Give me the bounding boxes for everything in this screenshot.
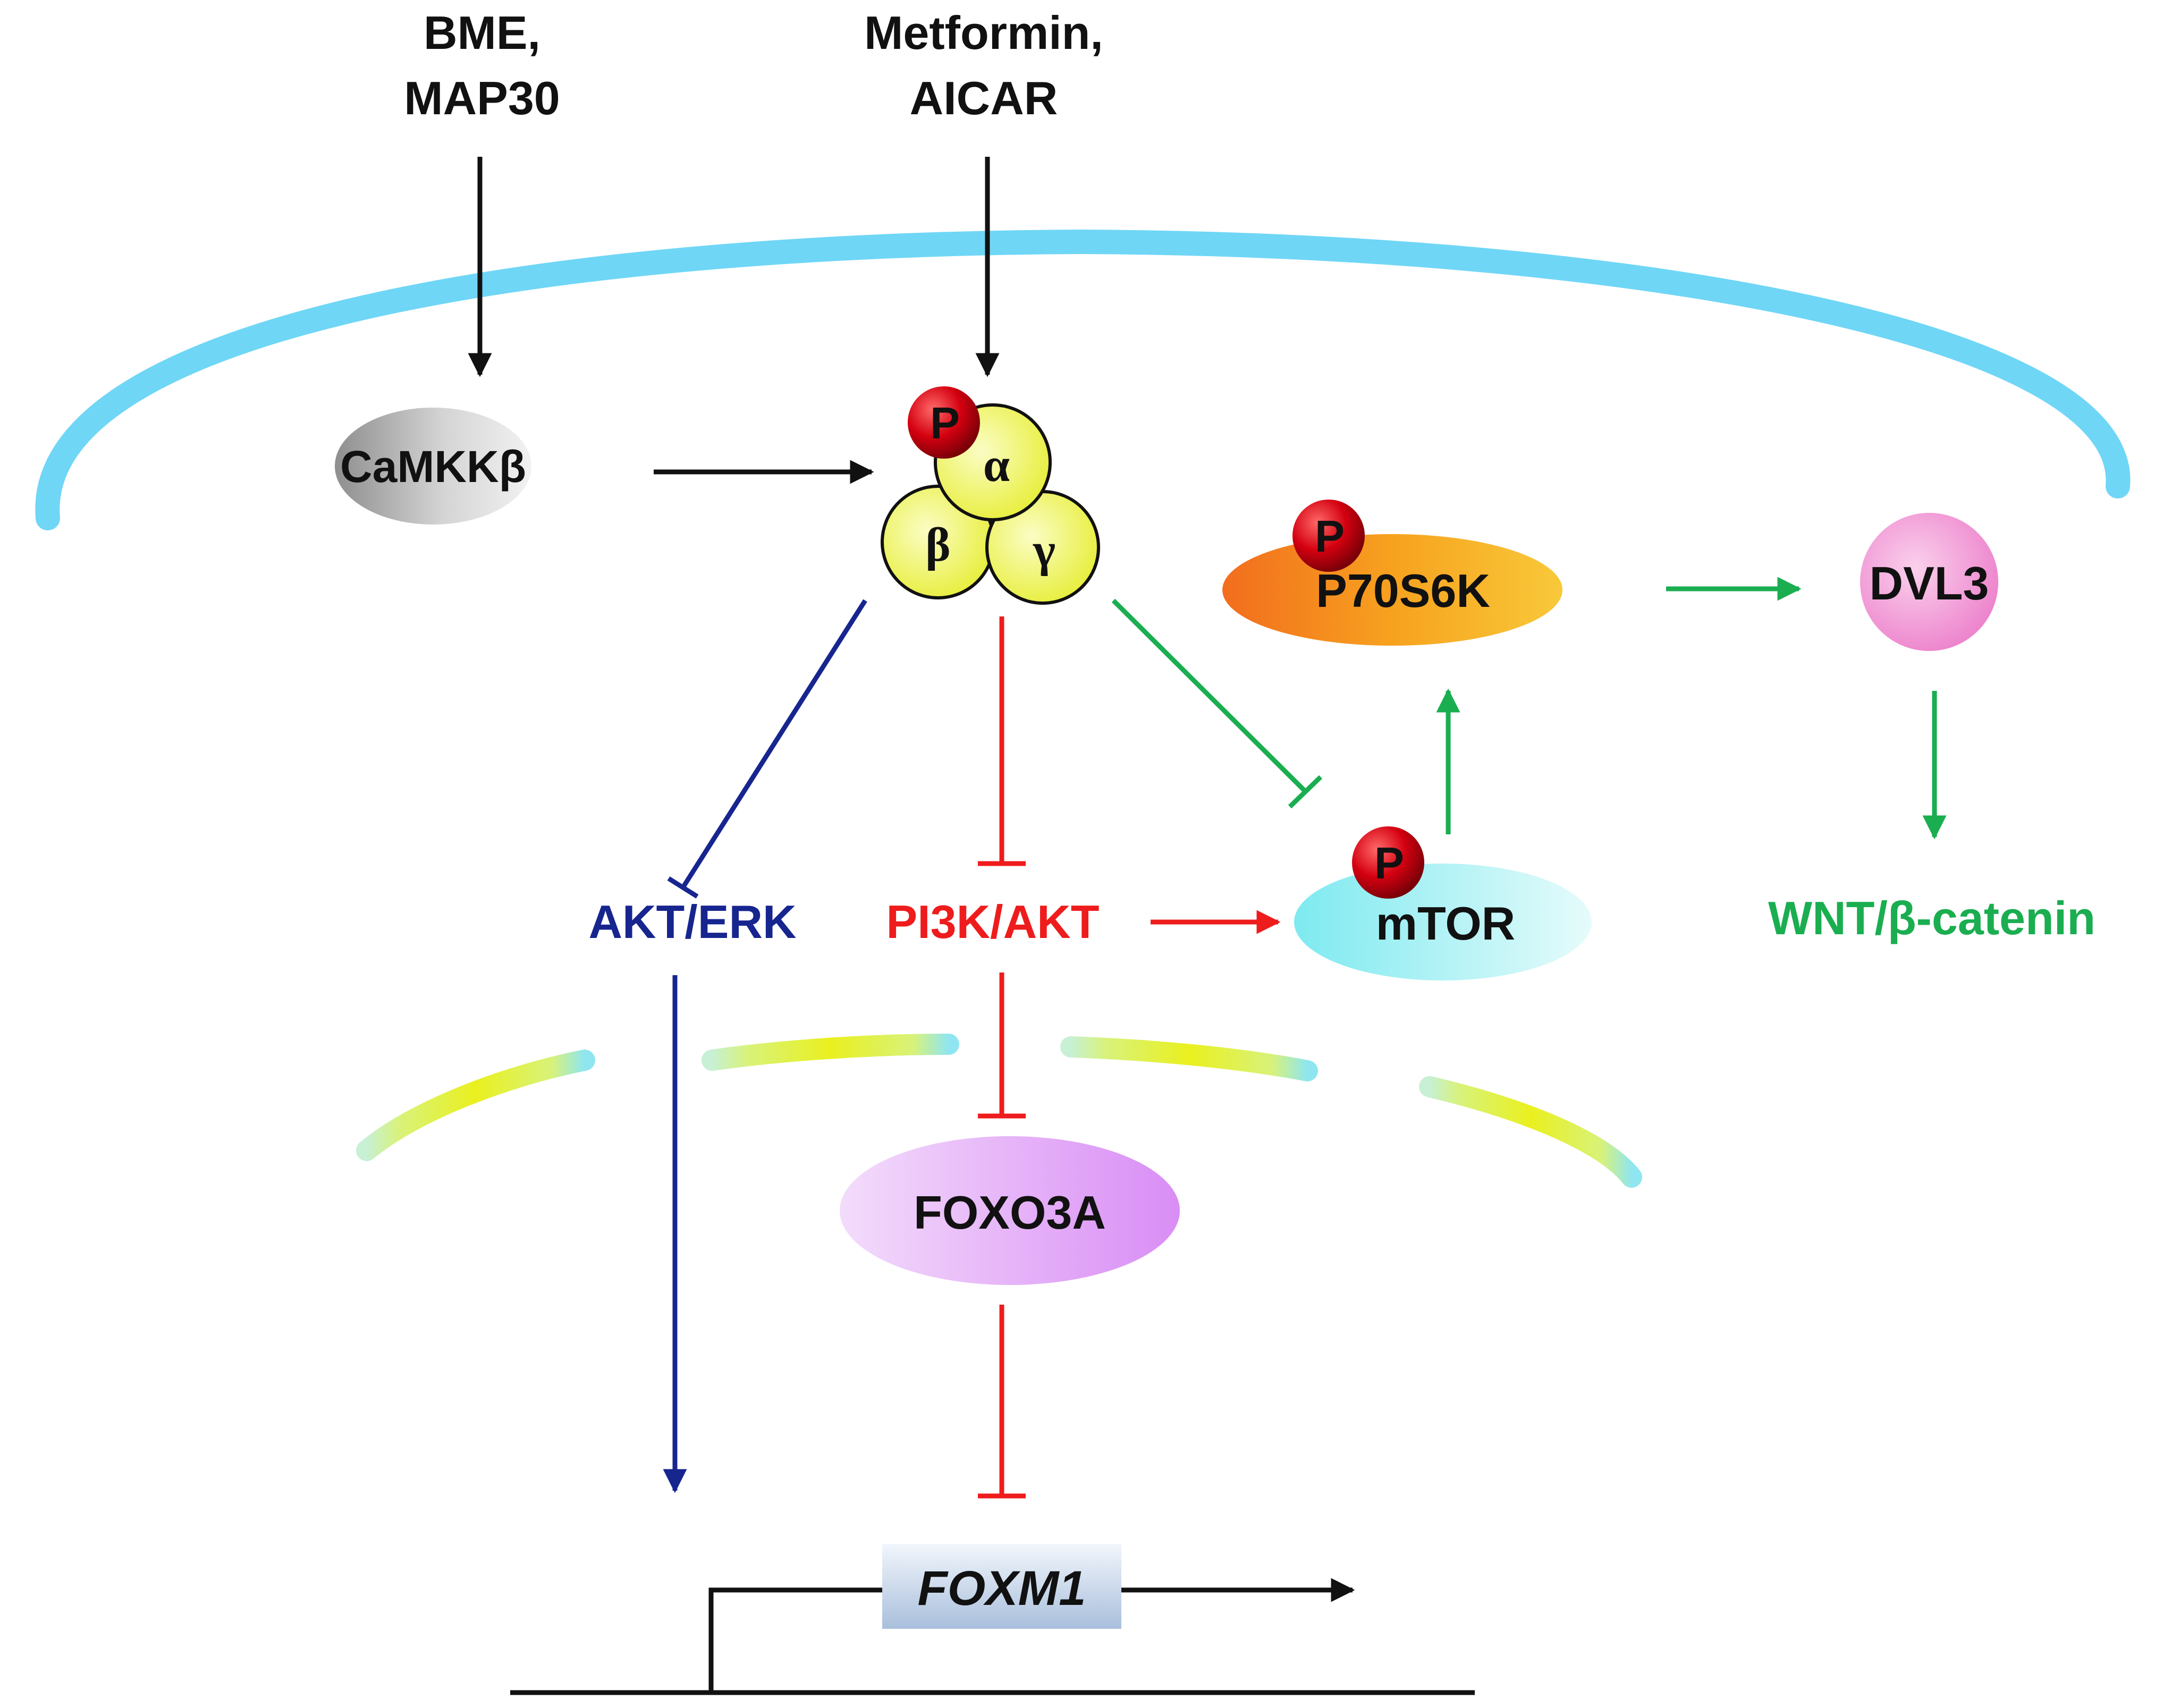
foxm1-gene-box: FOXM1 [882, 1544, 1121, 1629]
ampk-complex: α β γ P [881, 386, 1100, 605]
svg-text:P: P [1315, 511, 1345, 561]
pi3k-akt-label: PI3K/AKT [886, 895, 1100, 948]
svg-text:BME,: BME, [424, 6, 540, 59]
foxo3a-node: FOXO3A [840, 1136, 1180, 1285]
mtor-phospho-badge: P [1352, 826, 1424, 899]
svg-text:AICAR: AICAR [910, 72, 1058, 124]
camkkb-node: CaMKKβ [335, 408, 531, 525]
svg-text:P: P [930, 398, 960, 448]
svg-text:DVL3: DVL3 [1870, 557, 1989, 610]
svg-text:Metformin,: Metformin, [864, 6, 1103, 59]
inhibit-pi3k-to-foxo3a [978, 973, 1026, 1119]
svg-text:CaMKKβ: CaMKKβ [340, 442, 526, 492]
p70s6k-phospho-badge: P [1292, 500, 1365, 572]
nuclear-membrane [356, 1034, 1642, 1188]
inhibit-ampk-to-pi3k-akt [978, 616, 1026, 866]
svg-text:γ: γ [1033, 524, 1055, 577]
inhibit-ampk-to-mtor [1111, 598, 1323, 809]
dvl3-node: DVL3 [1860, 513, 1998, 651]
inhibit-ampk-to-akt-erk [667, 599, 867, 899]
akt-erk-label: AKT/ERK [588, 895, 796, 948]
mtor-node: mTOR P [1294, 826, 1592, 980]
svg-text:α: α [983, 439, 1010, 492]
svg-text:β: β [925, 519, 950, 571]
svg-text:MAP30: MAP30 [404, 72, 560, 124]
wnt-beta-catenin-label: WNT/β-catenin [1768, 892, 2096, 944]
transcription-start-arrow [708, 1578, 1355, 1693]
p70s6k-node: P70S6K P [1222, 500, 1562, 646]
cell-membrane [35, 229, 2131, 530]
svg-text:P70S6K: P70S6K [1316, 564, 1490, 617]
svg-text:FOXM1: FOXM1 [918, 1561, 1086, 1616]
inhibit-foxo3a-to-foxm1 [978, 1305, 1026, 1499]
metformin-aicar-label: Metformin, AICAR [864, 6, 1103, 124]
svg-text:FOXO3A: FOXO3A [914, 1186, 1106, 1239]
bme-map30-label: BME, MAP30 [404, 6, 560, 124]
ampk-phospho-badge: P [908, 386, 980, 459]
svg-text:P: P [1374, 838, 1404, 888]
svg-text:mTOR: mTOR [1376, 897, 1515, 950]
